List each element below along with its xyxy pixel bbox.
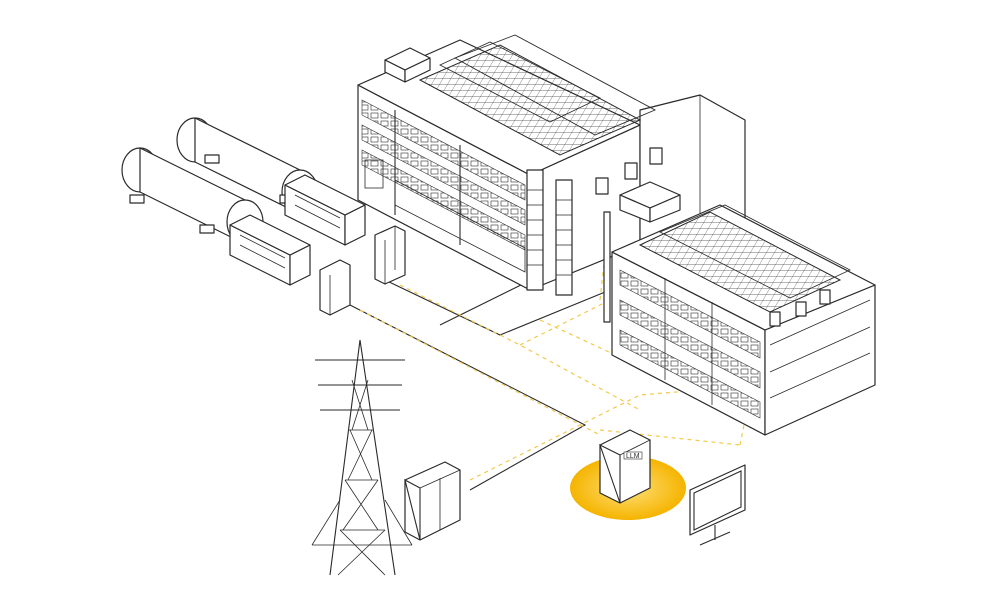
control-cabinet-icon — [404, 461, 461, 541]
device-label: LLM — [626, 453, 640, 460]
generator-icon — [229, 214, 311, 286]
electrical-cabinet-icon — [319, 259, 351, 316]
rooftop-unit — [619, 181, 681, 223]
storage-tank-icon — [121, 147, 264, 245]
energy-management-unit-icon: LLM — [570, 429, 686, 520]
electrical-cabinet-icon — [374, 225, 406, 285]
transmission-tower-icon — [311, 339, 413, 576]
generator-icon — [284, 174, 366, 246]
solar-panel-array-icon — [418, 34, 663, 195]
monitor-icon — [689, 464, 746, 546]
solar-panel-array-icon — [638, 204, 851, 327]
ventilation-ducts — [526, 169, 611, 323]
